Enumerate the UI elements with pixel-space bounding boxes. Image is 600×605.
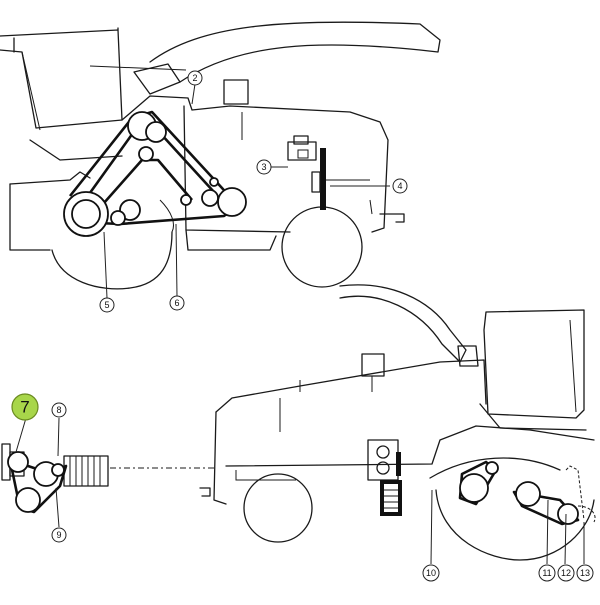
callout-label-12: 12 [561,568,571,578]
callout-8[interactable]: 8 [51,402,67,418]
callout-9[interactable]: 9 [51,527,67,543]
callout-label-4: 4 [397,181,402,191]
callout-2[interactable]: 2 [187,70,203,86]
callout-label-3: 3 [261,162,266,172]
callout-13[interactable]: 13 [576,564,594,582]
callout-4[interactable]: 4 [392,178,408,194]
callout-label-8: 8 [56,405,61,415]
callout-6[interactable]: 6 [169,295,185,311]
callout-label-10: 10 [426,568,436,578]
top-machine-side-view [0,21,441,290]
callout-5[interactable]: 5 [99,297,115,313]
left-detail-belt-assembly [1,443,109,514]
callout-7-highlighted[interactable]: 7 [11,393,39,421]
callout-11[interactable]: 11 [538,564,556,582]
bottom-machine-side-view [1,284,596,561]
callout-label-9: 9 [56,530,61,540]
bottom-belt-drive [458,460,596,526]
callout-12[interactable]: 12 [557,564,575,582]
callout-label-7: 7 [20,398,29,417]
callout-label-11: 11 [542,568,551,578]
callout-3[interactable]: 3 [256,159,272,175]
callout-label-2: 2 [192,73,197,83]
callout-label-6: 6 [174,298,179,308]
top-belt-drive [63,110,247,237]
callout-10[interactable]: 10 [422,564,440,582]
callout-label-5: 5 [104,300,109,310]
callout-label-13: 13 [580,568,590,578]
